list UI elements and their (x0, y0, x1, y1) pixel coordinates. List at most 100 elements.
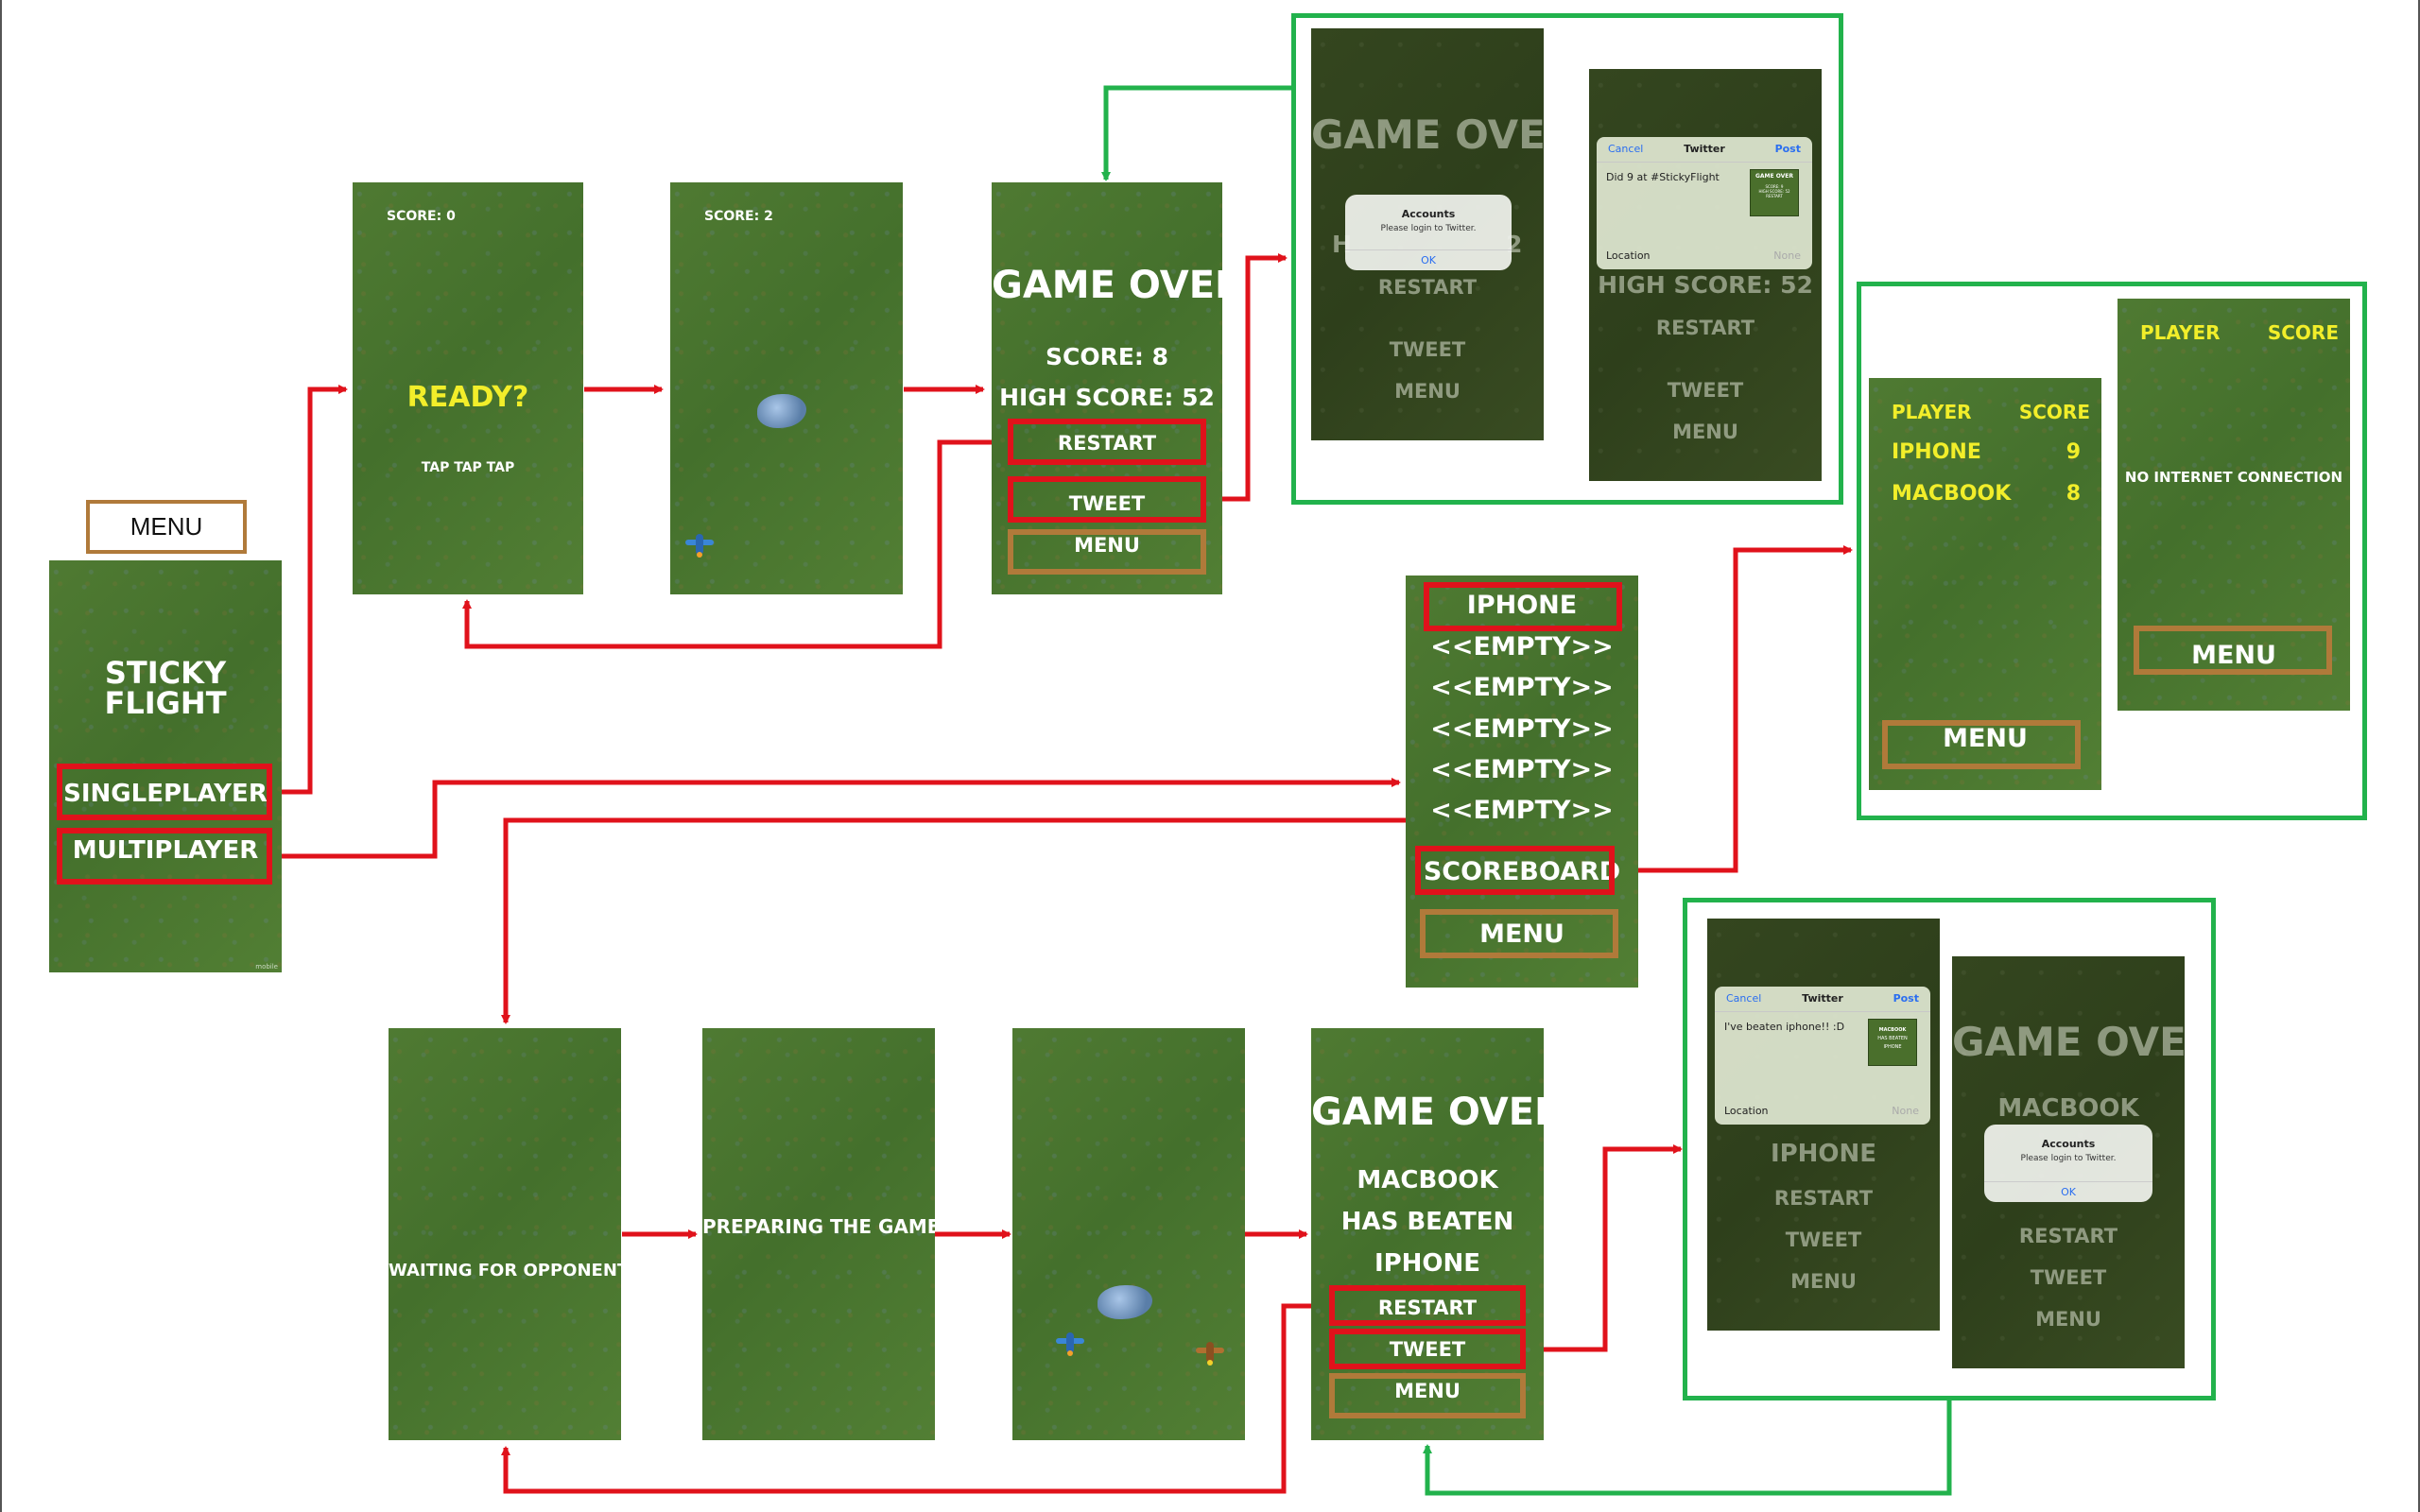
waiting-text: WAITING FOR OPPONENT (389, 1261, 621, 1280)
winner-name: MACBOOK (1997, 1094, 2139, 1123)
menu-button[interactable]: MENU (1479, 919, 1564, 949)
high-score-text: HIGH SCORE: 52 (1598, 271, 1813, 299)
ok-button[interactable]: OK (1345, 249, 1512, 270)
tweet-highlight (1008, 476, 1206, 523)
menu-button[interactable]: MENU (1790, 1270, 1857, 1293)
singleplayer-highlight (57, 764, 272, 820)
restart-button[interactable]: RESTART (2018, 1225, 2118, 1247)
thumbnail-line: HAS BEATEN (1877, 1036, 1908, 1041)
dialog-message: Please login to Twitter. (1380, 224, 1477, 233)
restart-button[interactable]: RESTART (1655, 317, 1755, 339)
menu-button[interactable]: MENU (1074, 534, 1140, 557)
arrow-restart-to-ready (462, 439, 1010, 649)
sheet-title: Twitter (1802, 992, 1843, 1005)
lobby-slot[interactable]: IPHONE (1466, 591, 1578, 620)
ok-button[interactable]: OK (1984, 1181, 2152, 1202)
page-border-right (2418, 0, 2420, 1512)
login-alert-multi-screen: GAME OVER MACBOOK RESTART TWEET MENU Acc… (1952, 956, 2185, 1368)
tap-hint: TAP TAP TAP (421, 460, 515, 475)
menu-highlight (1882, 720, 2081, 769)
return-arrow-alerts-multi-to-gameover (1423, 1400, 1952, 1496)
tweet-sheet-multi-screen: IPHONE RESTART TWEET MENU Cancel Twitter… (1707, 919, 1940, 1331)
restart-button[interactable]: RESTART (1057, 432, 1157, 455)
multiplayer-button[interactable]: MULTIPLAYER (72, 836, 259, 865)
rock-obstacle-icon (757, 394, 806, 428)
gameover-title: GAME OVER (1311, 112, 1544, 158)
multiplayer-lobby-screen: IPHONE <<EMPTY>> <<EMPTY>> <<EMPTY>> <<E… (1406, 576, 1638, 988)
twitter-compose-sheet: Cancel Twitter Post Did 9 at #StickyFlig… (1597, 137, 1812, 269)
table-row-score: 8 (2066, 482, 2081, 506)
tweet-button[interactable]: TWEET (1068, 492, 1146, 515)
scoreboard-highlight (1415, 846, 1615, 895)
tweet-button[interactable]: TWEET (1389, 338, 1466, 361)
corner-label: mobile (255, 963, 278, 971)
sheet-toolbar: Cancel Twitter Post (1597, 137, 1812, 163)
table-row-player: IPHONE (1892, 440, 1981, 464)
scoreboard-button[interactable]: SCOREBOARD (1423, 857, 1621, 886)
thumbnail-line: RESTART (1766, 194, 1783, 198)
tweet-text-field[interactable]: Did 9 at #StickyFlight (1606, 171, 1720, 183)
tweet-text-field[interactable]: I've beaten iphone!! :D (1724, 1021, 1845, 1033)
post-button[interactable]: Post (1774, 143, 1801, 155)
score-column-header: SCORE (2018, 401, 2090, 423)
lobby-slot[interactable]: <<EMPTY>> (1430, 755, 1614, 784)
arrow-lobby-to-waiting (501, 817, 1480, 1024)
menu-highlight (1008, 529, 1206, 575)
menu-button[interactable]: MENU (1394, 1380, 1461, 1402)
gameover-multi-screen: GAME OVER MACBOOK HAS BEATEN IPHONE REST… (1311, 1028, 1544, 1440)
tweet-button[interactable]: TWEET (1785, 1228, 1862, 1251)
login-alert-screen: GAME OVER H 2 RESTART TWEET MENU Account… (1311, 28, 1544, 440)
location-field[interactable]: Location (1606, 249, 1651, 262)
arrow-multiplayer-to-lobby (271, 778, 1401, 859)
location-value: None (1773, 249, 1801, 262)
menu-label: MENU (130, 512, 203, 541)
score-text: SCORE: 8 (1045, 343, 1169, 370)
score-label: SCORE: 2 (704, 209, 773, 224)
tweet-sheet-screen: HIGH SCORE: 52 RESTART TWEET MENU Cancel… (1589, 69, 1822, 481)
lobby-slot[interactable]: <<EMPTY>> (1430, 632, 1614, 662)
menu-button[interactable]: MENU (1672, 421, 1738, 443)
high-score-text: HIGH SCORE: 52 (999, 384, 1215, 411)
no-internet-message: NO INTERNET CONNECTION (2124, 469, 2343, 486)
cancel-button[interactable]: Cancel (1608, 143, 1644, 155)
preparing-text: PREPARING THE GAME (702, 1215, 935, 1238)
lobby-slot[interactable]: <<EMPTY>> (1430, 796, 1614, 825)
tweet-multi-outcomes-group (1683, 898, 2216, 1400)
dialog-title: Accounts (1401, 208, 1456, 220)
page-border-left (0, 0, 2, 1512)
sheet-title: Twitter (1684, 143, 1725, 155)
lobby-slot[interactable]: <<EMPTY>> (1430, 673, 1614, 702)
score-label: SCORE: 0 (387, 209, 456, 224)
result-text: HAS BEATEN (1340, 1208, 1514, 1236)
game-title-line1: STICKY (104, 655, 227, 691)
post-button[interactable]: Post (1893, 992, 1919, 1005)
location-field[interactable]: Location (1724, 1105, 1769, 1117)
loser-name: IPHONE (1374, 1249, 1481, 1278)
restart-button[interactable]: RESTART (1773, 1187, 1874, 1210)
opponent-plane-icon (1194, 1340, 1226, 1366)
cancel-button[interactable]: Cancel (1726, 992, 1762, 1005)
menu-button[interactable]: MENU (1943, 724, 2028, 753)
tweet-button[interactable]: TWEET (1667, 379, 1744, 402)
tweet-outcomes-group (1291, 13, 1843, 505)
menu-button[interactable]: MENU (1394, 380, 1461, 403)
gameover-screen: GAME OVER SCORE: 8 HIGH SCORE: 52 RESTAR… (992, 182, 1222, 594)
menu-button[interactable]: MENU (2035, 1308, 2101, 1331)
score-column-header: SCORE (2267, 321, 2339, 344)
arrow-singleplayer-to-ready (271, 385, 348, 795)
thumbnail-line: MACBOOK (1878, 1027, 1907, 1033)
tweet-button[interactable]: TWEET (1389, 1338, 1466, 1361)
location-value: None (1892, 1105, 1919, 1117)
thumbnail-line: HIGH SCORE: 52 (1758, 189, 1790, 194)
ready-text: READY? (406, 381, 529, 414)
restart-button[interactable]: RESTART (1377, 276, 1478, 299)
restart-button[interactable]: RESTART (1377, 1297, 1478, 1319)
singleplayer-button[interactable]: SINGLEPLAYER (63, 780, 268, 808)
tweet-button[interactable]: TWEET (2030, 1266, 2107, 1289)
singleplayer-play-screen: SCORE: 2 (670, 182, 903, 594)
dialog-title: Accounts (2041, 1138, 2096, 1150)
player-column-header: PLAYER (1892, 401, 1972, 423)
lobby-slot[interactable]: <<EMPTY>> (1430, 714, 1614, 744)
menu-button[interactable]: MENU (2191, 641, 2276, 670)
